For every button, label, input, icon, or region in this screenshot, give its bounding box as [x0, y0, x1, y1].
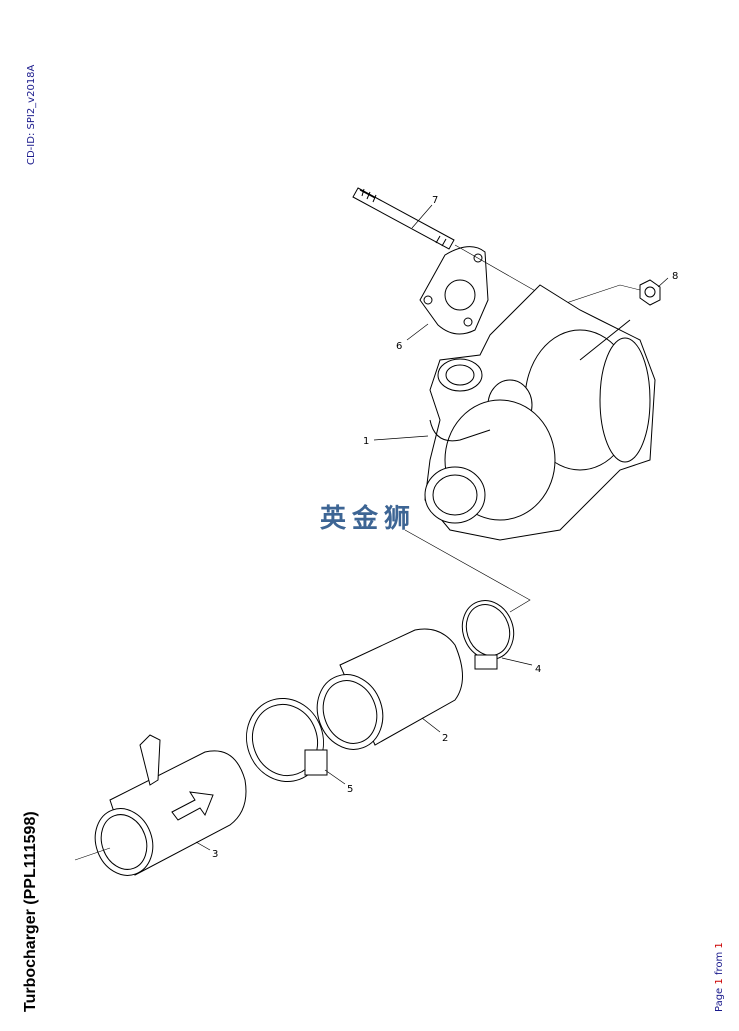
part-clamp-5: [246, 697, 328, 783]
part-intake-pipe: [94, 734, 247, 876]
callout-7: 7: [432, 195, 438, 206]
callout-2: 2: [442, 733, 448, 744]
part-turbocharger: [424, 284, 656, 541]
callout-3: 3: [212, 849, 218, 860]
part-hose: [316, 628, 463, 750]
part-gasket: [419, 246, 489, 335]
callout-5: 5: [347, 784, 353, 795]
part-stud: [352, 187, 455, 250]
callout-6: 6: [396, 341, 402, 352]
callout-1: 1: [363, 436, 369, 447]
callout-4: 4: [535, 664, 541, 675]
part-clamp-4: [461, 600, 515, 670]
watermark-logo: 英金狮: [320, 504, 417, 534]
part-nut: [639, 279, 661, 306]
callout-8: 8: [672, 271, 678, 282]
